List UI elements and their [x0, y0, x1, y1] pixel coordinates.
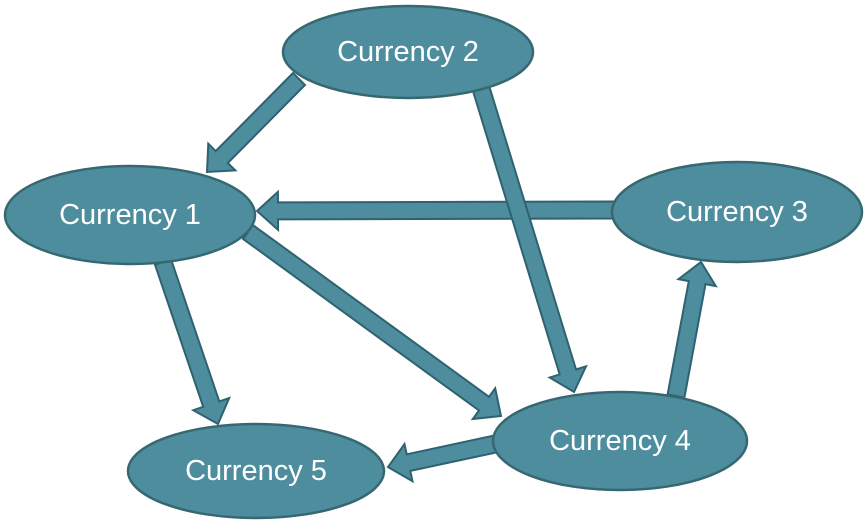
- edge-currency-4-to-currency-5-arrow: [386, 434, 498, 484]
- edge-currency-1-to-currency-4-arrow: [241, 223, 503, 421]
- node-currency-5-ellipse: [126, 422, 386, 520]
- node-currency-3-ellipse: [610, 160, 864, 264]
- node-currency-4-ellipse: [491, 390, 749, 492]
- nodes-layer: Currency 2 Currency 1 Currency 3 Currency 4…: [3, 4, 864, 520]
- node-currency-2-ellipse: [281, 4, 535, 100]
- edges-layer: [153, 71, 718, 484]
- node-currency-4: Currency 4: [491, 390, 749, 492]
- node-currency-1: Currency 1: [3, 164, 257, 266]
- edge-currency-2-to-currency-4-arrow: [470, 81, 588, 394]
- edge-currency-4-to-currency-3-arrow: [666, 260, 718, 399]
- edge-currency-3-to-currency-1-arrow: [255, 189, 617, 233]
- node-currency-1-label: Currency 1: [59, 199, 201, 231]
- node-currency-5: Currency 5: [126, 422, 386, 520]
- node-currency-5-label: Currency 5: [185, 455, 327, 487]
- node-currency-2-label: Currency 2: [337, 36, 479, 68]
- node-currency-3: Currency 3: [610, 160, 864, 264]
- node-currency-1-ellipse: [3, 164, 257, 266]
- edge-currency-1-to-currency-5-arrow: [153, 258, 232, 426]
- node-currency-3-label: Currency 3: [666, 196, 808, 228]
- edge-currency-2-to-currency-1-arrow: [205, 71, 307, 174]
- node-currency-4-label: Currency 4: [549, 425, 691, 457]
- node-currency-2: Currency 2: [281, 4, 535, 100]
